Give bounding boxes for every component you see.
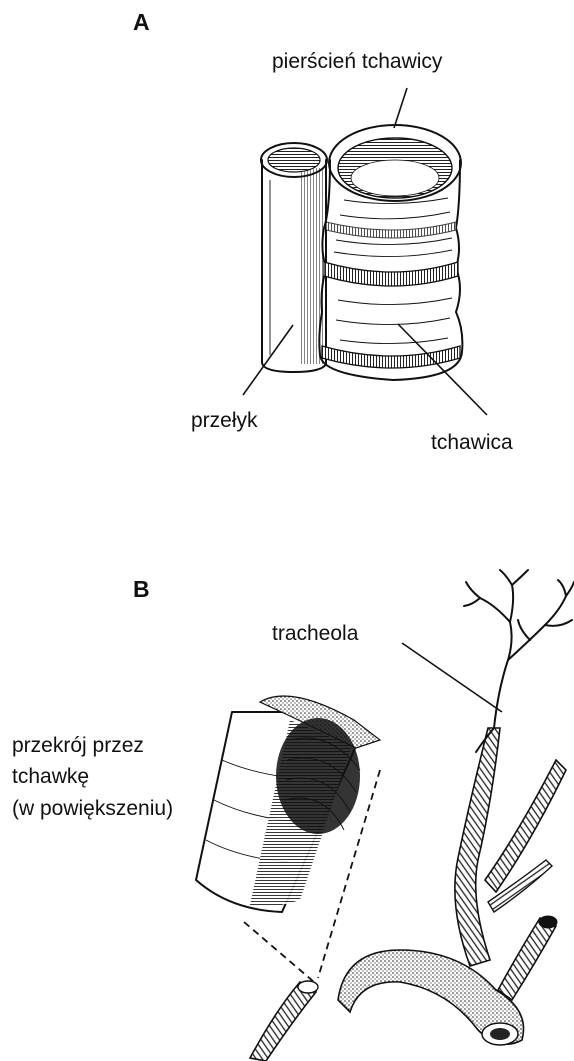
label-esophagus: przełyk xyxy=(191,409,258,432)
panel-a: A xyxy=(133,9,513,454)
panel-a-letter: A xyxy=(133,9,150,35)
esophagus-leader-line xyxy=(243,325,293,395)
magnify-line-left xyxy=(244,922,314,982)
label-trachea: tchawica xyxy=(431,431,513,454)
panel-b-letter: B xyxy=(133,576,150,602)
label-tracheole: tracheola xyxy=(272,622,359,645)
tracheole-leader-line xyxy=(402,643,502,712)
ring-leader-line xyxy=(394,88,407,128)
label-cross-section-line1: przekrój przez xyxy=(12,734,144,757)
trachea-leader-line xyxy=(398,324,487,415)
panel-b: B xyxy=(12,570,574,1061)
label-cross-section-line3: (w powiększeniu) xyxy=(12,797,173,820)
esophagus-drawing xyxy=(261,143,327,372)
trachea-drawing xyxy=(319,125,462,380)
cross-section-drawing xyxy=(196,696,380,912)
label-ring: pierścień tchawicy xyxy=(272,50,443,73)
label-cross-section-line2: tchawkę xyxy=(12,765,89,788)
